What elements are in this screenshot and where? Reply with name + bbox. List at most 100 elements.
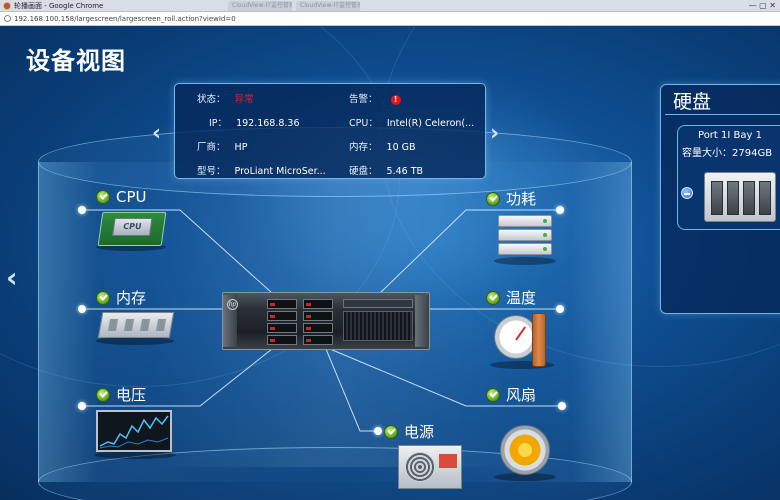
drive-bay — [303, 311, 333, 321]
disk-storage-icon — [704, 172, 776, 222]
node-fan[interactable]: 风扇 — [486, 384, 536, 405]
ok-check-icon — [486, 387, 500, 402]
disk-status-icon — [681, 187, 693, 199]
connector-dot — [78, 305, 86, 313]
ip-value: 192.168.8.36 — [236, 118, 300, 129]
power-supply-icon[interactable] — [398, 445, 462, 489]
connector-lines — [82, 209, 562, 432]
vendor-row: 厂商： HP — [197, 139, 247, 153]
power-rack-icon[interactable] — [498, 215, 552, 257]
icon-shadow — [96, 243, 166, 251]
cpu-info-label: CPU： — [349, 118, 378, 129]
node-voltage-label: 电压 — [116, 386, 147, 404]
server-vent — [343, 311, 413, 341]
disk-row: 硬盘： 5.46 TB — [349, 163, 423, 177]
status-label: 状态： — [197, 94, 226, 105]
disk-name: Port 1I Bay 1 — [698, 130, 762, 141]
status-value: 异常 — [234, 94, 254, 105]
disk-capacity: 容量大小：2794GB — [682, 148, 773, 159]
connector-dot — [556, 206, 564, 214]
node-memory[interactable]: 内存 — [96, 287, 146, 308]
drive-bay — [267, 335, 297, 345]
ok-check-icon — [384, 424, 398, 439]
server-right-ear — [415, 295, 429, 347]
window-controls[interactable]: — ▢ ✕ — [748, 1, 776, 10]
cpu-icon[interactable]: CPU — [97, 212, 167, 246]
drive-bay — [303, 323, 333, 333]
ip-label: IP： — [209, 118, 228, 129]
vendor-value: HP — [234, 142, 248, 153]
ok-check-icon — [96, 290, 110, 305]
device-view-stage: 设备视图 状态： 异常 告警： ! IP： 192.168.8.36 — [0, 27, 780, 500]
window-title: 轮播画面 - Google Chrome — [14, 2, 104, 10]
node-power[interactable]: 功耗 — [486, 188, 536, 209]
fan-icon[interactable] — [500, 425, 550, 475]
node-cpu-label: CPU — [116, 188, 147, 206]
memory-info-value: 10 GB — [386, 142, 416, 153]
drive-bay — [267, 323, 297, 333]
page-title: 设备视图 — [26, 47, 126, 75]
voltage-waveform — [99, 415, 169, 449]
browser-titlebar: 轮播画面 - Google Chrome CloudView-IT监控管理平..… — [0, 0, 780, 12]
node-voltage[interactable]: 电压 — [96, 384, 146, 405]
psu-label-sticker — [439, 454, 457, 468]
node-temperature[interactable]: 温度 — [486, 287, 536, 308]
icon-shadow — [494, 473, 556, 481]
page-info-icon[interactable] — [4, 15, 11, 22]
icon-shadow — [494, 257, 556, 265]
url-text[interactable]: 192.168.100.158/largescreen/largescreen_… — [14, 15, 236, 23]
cpu-info-value: Intel(R) Celeron(... — [386, 118, 475, 129]
status-row: 状态： 异常 — [197, 91, 254, 105]
device-info-panel: 状态： 异常 告警： ! IP： 192.168.8.36 CPU： Intel… — [174, 83, 486, 179]
background-tab[interactable]: CloudView-IT监控管理平... — [228, 1, 292, 11]
address-bar[interactable]: 192.168.100.158/largescreen/largescreen_… — [0, 12, 780, 26]
node-memory-label: 内存 — [116, 289, 147, 307]
cpu-chip-text: CPU — [112, 218, 153, 236]
ok-check-icon — [486, 290, 500, 305]
connector-dot — [558, 402, 566, 410]
voltage-chart-icon[interactable] — [96, 410, 172, 452]
ok-check-icon — [96, 190, 110, 204]
node-temperature-label: 温度 — [506, 289, 537, 307]
prev-device-chevron-icon[interactable]: ‹ — [152, 121, 162, 146]
node-fan-label: 风扇 — [506, 386, 537, 404]
thermometer-icon — [532, 313, 546, 367]
hp-logo: hp — [227, 299, 238, 310]
next-device-chevron-icon[interactable]: › — [490, 121, 500, 146]
icon-shadow — [490, 361, 554, 369]
memory-info-label: 内存： — [349, 142, 378, 153]
optical-drive — [343, 299, 413, 308]
memory-module-icon[interactable] — [97, 312, 175, 338]
cpu-row: CPU： Intel(R) Celeron(... — [349, 115, 474, 129]
drive-bay — [303, 299, 333, 309]
alarm-label: 告警： — [349, 94, 378, 105]
drive-bay — [303, 335, 333, 345]
ok-check-icon — [486, 191, 500, 206]
background-tab[interactable]: CloudView-IT监控管理平... — [296, 1, 360, 11]
connector-dot — [78, 402, 86, 410]
node-psu-label: 电源 — [404, 423, 435, 441]
disk-info-value: 5.46 TB — [386, 166, 424, 177]
disk-panel-divider — [665, 114, 780, 115]
disk-card[interactable]: Port 1I Bay 1 容量大小：2794GB — [677, 125, 780, 230]
disk-panel: 硬盘 Port 1I Bay 1 容量大小：2794GB — [660, 84, 780, 314]
alarm-icon[interactable]: ! — [390, 94, 401, 105]
chrome-icon — [3, 2, 11, 10]
ok-check-icon — [96, 387, 110, 402]
model-row: 型号： ProLiant MicroSer... — [197, 163, 326, 177]
server-image[interactable]: hp — [222, 292, 430, 350]
node-psu[interactable]: 电源 — [384, 421, 434, 442]
ip-row: IP： 192.168.8.36 — [209, 115, 300, 129]
disk-info-label: 硬盘： — [349, 166, 378, 177]
connector-dot — [78, 206, 86, 214]
model-label: 型号： — [197, 166, 226, 177]
icon-shadow — [94, 451, 176, 459]
vendor-label: 厂商： — [197, 142, 226, 153]
node-cpu[interactable]: CPU — [96, 188, 147, 206]
alarm-row: 告警： ! — [349, 91, 401, 105]
drive-bay — [267, 311, 297, 321]
drive-bay — [267, 299, 297, 309]
memory-row: 内存： 10 GB — [349, 139, 416, 153]
prev-page-chevron-icon[interactable]: ‹ — [6, 261, 18, 294]
model-value: ProLiant MicroSer... — [234, 166, 326, 177]
